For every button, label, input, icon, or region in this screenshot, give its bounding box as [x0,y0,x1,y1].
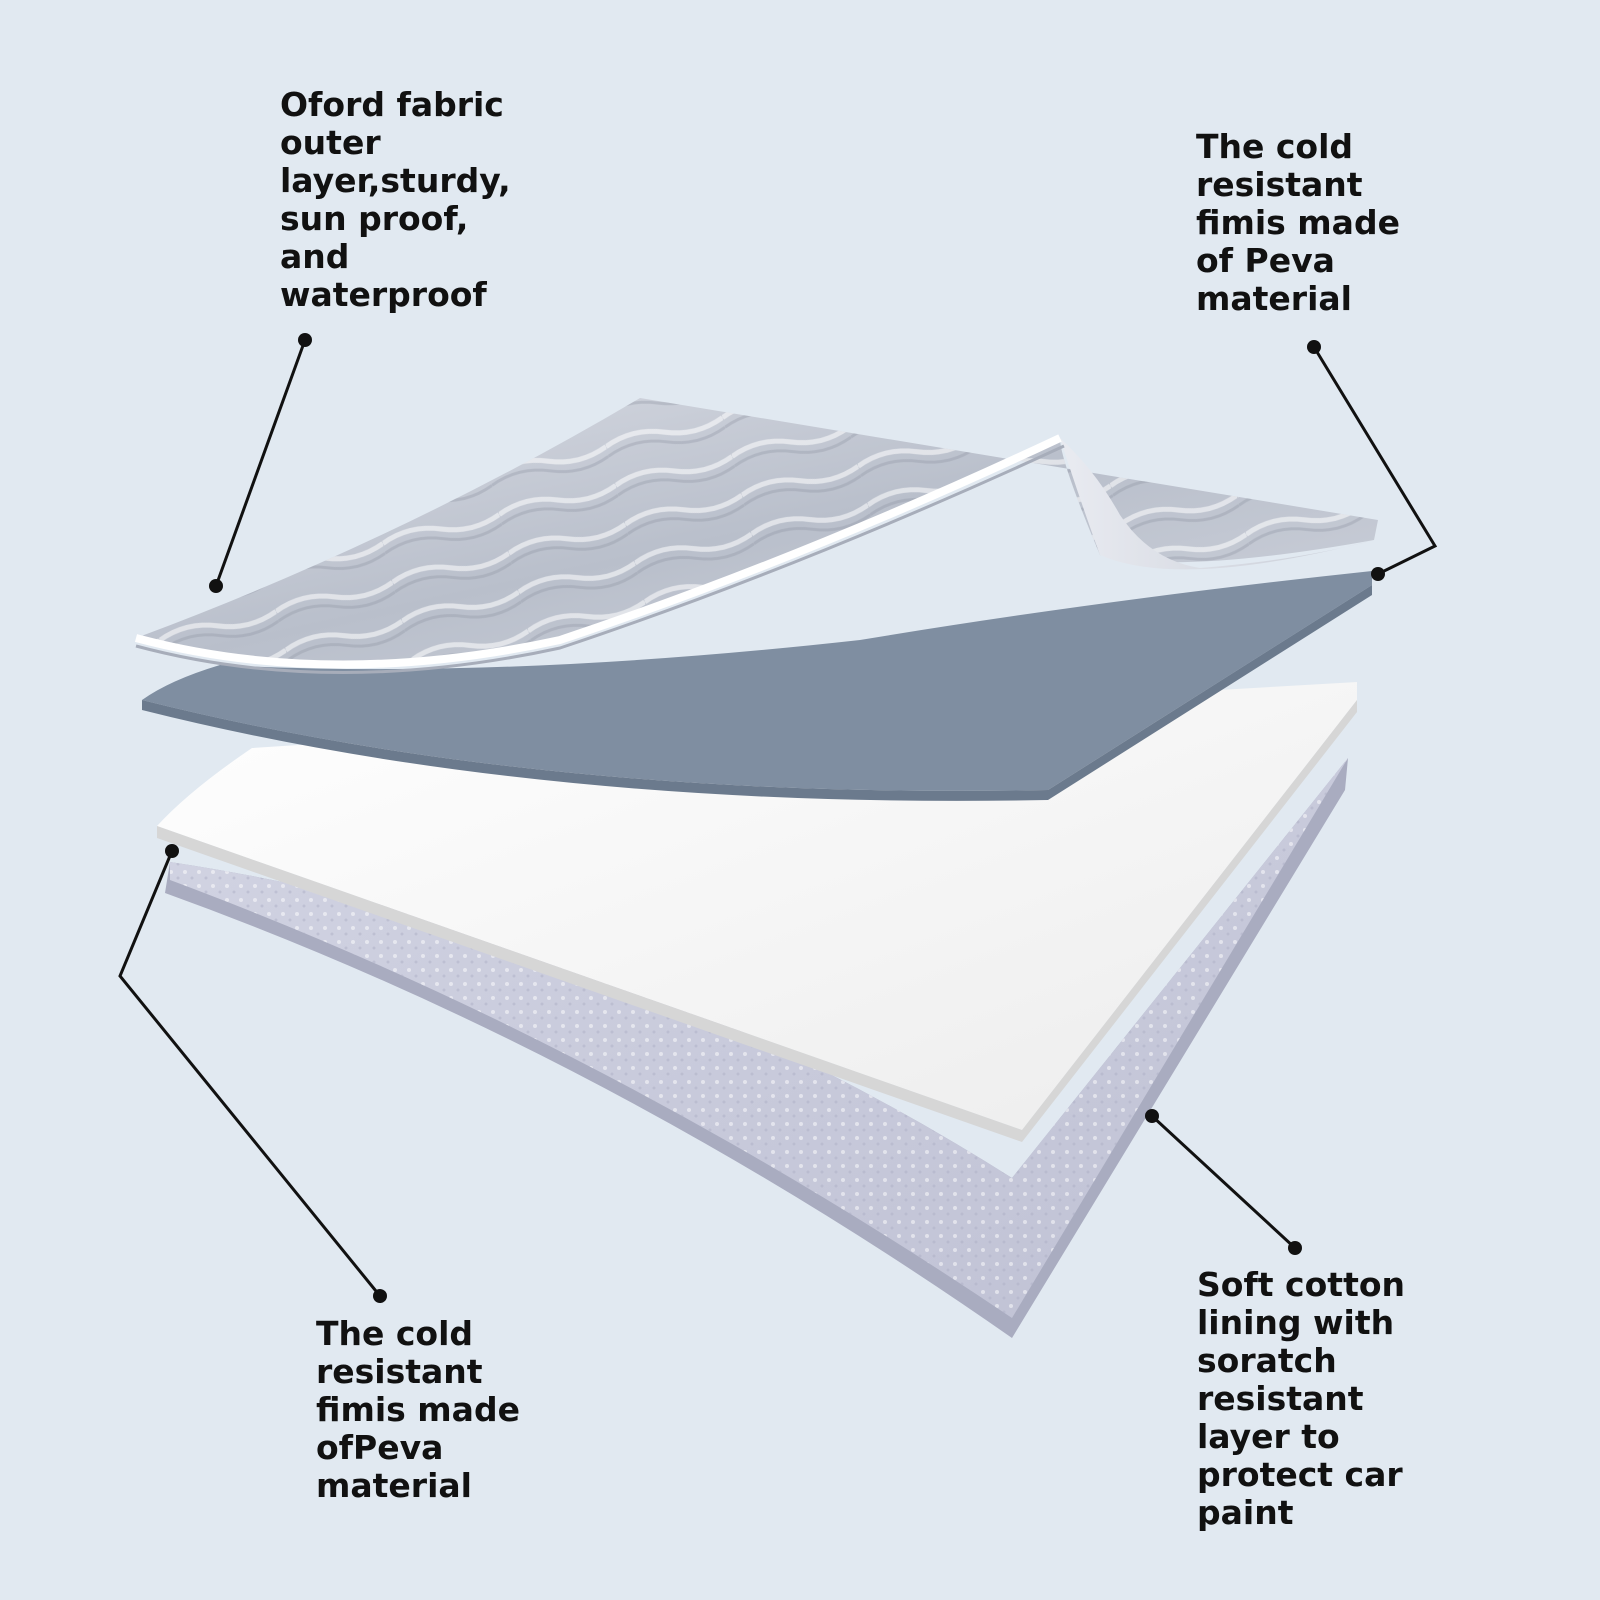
dot-oxford-bottom [209,579,223,593]
label-peva-film-bottom: The cold resistant fimis made ofPeva mat… [316,1314,520,1505]
dot-oxford-top [298,333,312,347]
leader-peva-bottom [118,850,382,1297]
dot-cotton-end [1288,1241,1302,1255]
label-oxford-fabric: Oford fabric outer layer,sturdy, sun pro… [280,85,511,314]
dot-peva-top-end [1371,567,1385,581]
leader-lines [118,339,1438,1297]
leader-cotton [1150,1114,1297,1250]
peva-layer [142,571,1372,801]
label-peva-film-top: The cold resistant fimis made of Peva ma… [1196,127,1400,318]
foil-layer [134,398,1378,674]
dot-peva-top-start [1307,340,1321,354]
leader-peva-top [1312,346,1438,576]
label-cotton-lining: Soft cotton lining with soratch resistan… [1197,1265,1406,1532]
leader-oxford [214,339,307,587]
dot-peva-bottom-start [165,844,179,858]
dot-peva-bottom-end [373,1289,387,1303]
leader-dots [165,333,1385,1303]
dot-cotton-start [1145,1109,1159,1123]
